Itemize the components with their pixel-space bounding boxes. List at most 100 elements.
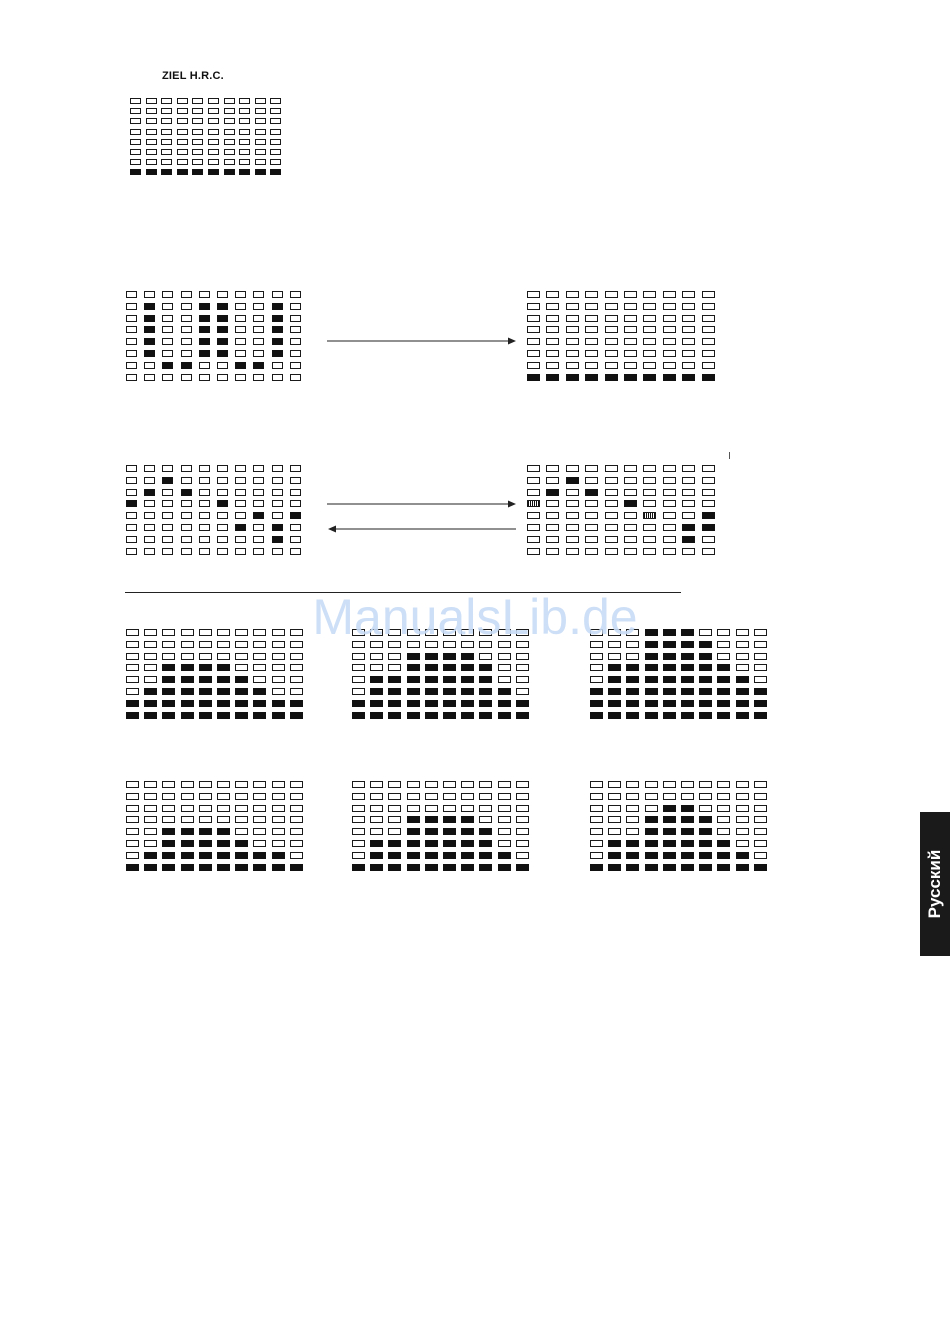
led-off: [736, 828, 749, 835]
led-off: [566, 512, 579, 519]
led-on: [736, 700, 749, 707]
led-off: [624, 326, 637, 333]
led-off: [754, 781, 767, 788]
led-off: [605, 465, 618, 472]
led-off: [663, 315, 676, 322]
led-off: [235, 653, 248, 660]
led-off: [235, 512, 246, 519]
led-off: [126, 536, 137, 543]
led-off: [235, 793, 248, 800]
led-off: [217, 512, 228, 519]
led-off: [272, 548, 283, 555]
led-on: [407, 864, 420, 871]
led-off: [199, 816, 212, 823]
led-off: [130, 159, 141, 165]
led-off: [181, 338, 192, 345]
led-on: [699, 840, 712, 847]
led-off: [144, 465, 155, 472]
led-off: [255, 98, 266, 104]
led-off: [208, 129, 219, 135]
led-off: [546, 362, 559, 369]
led-on: [253, 852, 266, 859]
led-off: [736, 805, 749, 812]
led-on: [626, 852, 639, 859]
led-off: [682, 291, 695, 298]
led-on: [270, 169, 281, 175]
led-off: [161, 129, 172, 135]
led-off: [126, 653, 139, 660]
led-on: [443, 840, 456, 847]
led-on: [479, 864, 492, 871]
led-on: [699, 864, 712, 871]
led-off: [217, 362, 228, 369]
led-on: [498, 864, 511, 871]
led-on: [443, 688, 456, 695]
led-off: [566, 489, 579, 496]
led-on: [425, 664, 438, 671]
led-off: [253, 338, 264, 345]
led-off: [162, 793, 175, 800]
led-off: [590, 653, 603, 660]
led-off: [181, 291, 192, 298]
led-off: [407, 793, 420, 800]
led-on: [645, 700, 658, 707]
led-off: [643, 326, 656, 333]
led-off: [702, 548, 715, 555]
led-off: [566, 326, 579, 333]
led-off: [527, 524, 540, 531]
led-off: [290, 465, 301, 472]
led-off: [253, 548, 264, 555]
led-off: [388, 816, 401, 823]
led-off: [290, 816, 303, 823]
led-off: [181, 326, 192, 333]
led-off: [162, 350, 173, 357]
led-off: [546, 315, 559, 322]
led-off: [253, 524, 264, 531]
led-off: [754, 805, 767, 812]
led-off: [253, 793, 266, 800]
led-on: [235, 852, 248, 859]
led-on: [699, 653, 712, 660]
led-on: [585, 374, 598, 381]
led-on: [235, 864, 248, 871]
led-on: [144, 700, 157, 707]
led-off: [162, 512, 173, 519]
led-on: [146, 169, 157, 175]
led-on: [370, 852, 383, 859]
led-off: [566, 303, 579, 310]
led-off: [162, 548, 173, 555]
led-off: [370, 793, 383, 800]
led-off: [626, 828, 639, 835]
led-on: [443, 816, 456, 823]
led-off: [162, 315, 173, 322]
led-on: [681, 864, 694, 871]
led-off: [162, 374, 173, 381]
led-off: [702, 315, 715, 322]
led-off: [290, 548, 301, 555]
led-on: [370, 676, 383, 683]
led-off: [624, 291, 637, 298]
led-off: [162, 536, 173, 543]
led-off: [546, 477, 559, 484]
led-off: [224, 139, 235, 145]
led-on: [407, 676, 420, 683]
led-on: [199, 712, 212, 719]
led-off: [270, 159, 281, 165]
led-off: [253, 805, 266, 812]
led-on: [352, 700, 365, 707]
led-off: [566, 500, 579, 507]
led-off: [605, 362, 618, 369]
led-off: [443, 805, 456, 812]
led-on: [516, 864, 529, 871]
led-off: [590, 840, 603, 847]
led-off: [144, 500, 155, 507]
led-off: [235, 489, 246, 496]
led-off: [702, 326, 715, 333]
led-on: [272, 852, 285, 859]
led-off: [253, 489, 264, 496]
led-off: [192, 129, 203, 135]
led-off: [181, 816, 194, 823]
led-on: [217, 338, 228, 345]
led-off: [253, 374, 264, 381]
led-off: [443, 793, 456, 800]
